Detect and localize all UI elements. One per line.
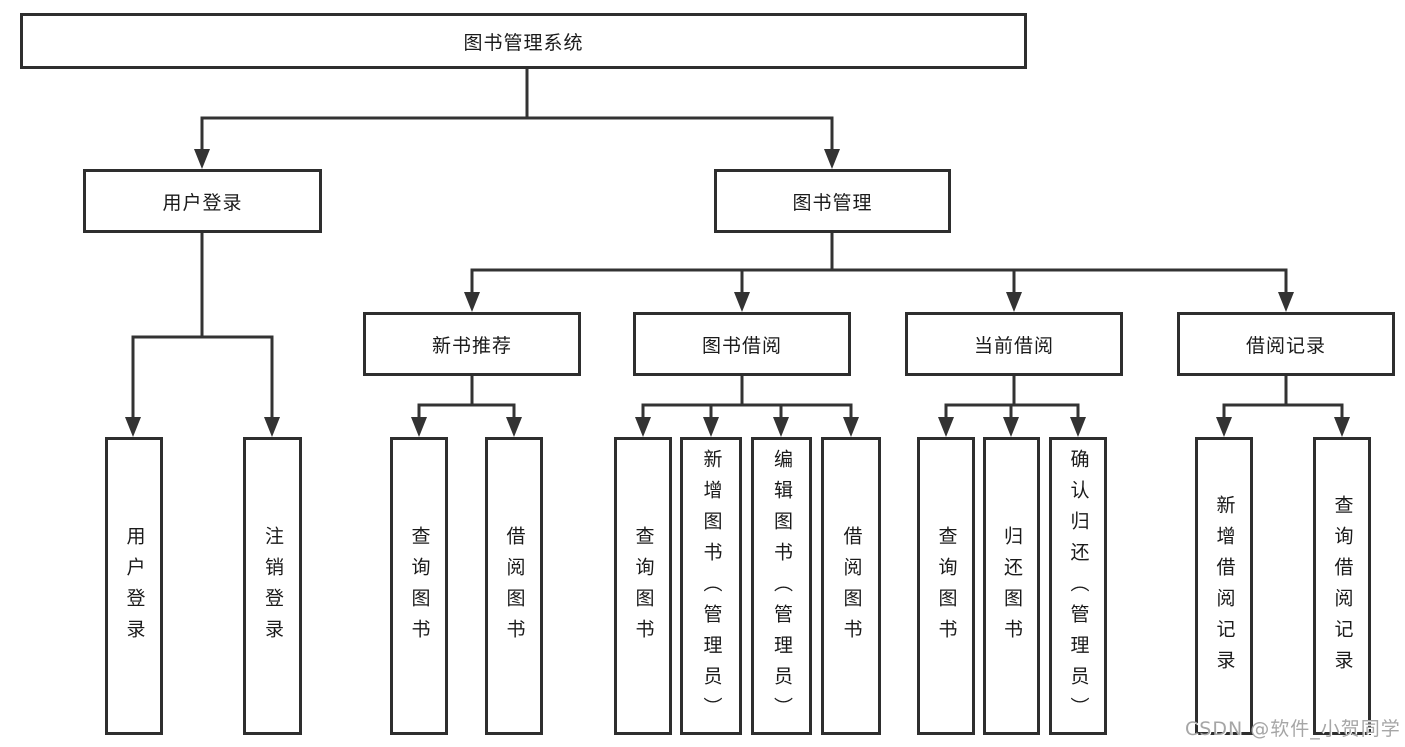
node-current-borrowing: 当前借阅 [905, 312, 1123, 376]
leaf-return-books: 归还图书 [983, 437, 1040, 735]
connector-borrowing-branch [635, 374, 859, 437]
connector-book-management-branch [464, 231, 1294, 312]
connector-root-split [194, 67, 840, 169]
node-new-book-recommendation: 新书推荐 [363, 312, 581, 376]
leaf-query-books-borrow: 查询图书 [614, 437, 672, 735]
leaf-query-books-recommend: 查询图书 [390, 437, 448, 735]
leaf-logout: 注销登录 [243, 437, 302, 735]
connector-recommendation-branch [411, 374, 522, 437]
leaf-edit-books-admin: 编辑图书（管理员） [751, 437, 812, 735]
connector-records-branch [1216, 374, 1350, 437]
node-user-login: 用户登录 [83, 169, 322, 233]
leaf-user-login: 用户登录 [105, 437, 163, 735]
leaf-borrow-books: 借阅图书 [821, 437, 881, 735]
leaf-borrow-books-recommend: 借阅图书 [485, 437, 543, 735]
leaf-add-borrow-record: 新增借阅记录 [1195, 437, 1253, 735]
node-book-borrowing: 图书借阅 [633, 312, 851, 376]
leaf-confirm-return-admin: 确认归还（管理员） [1049, 437, 1107, 735]
connector-current-branch [938, 374, 1086, 437]
leaf-query-books-current: 查询图书 [917, 437, 975, 735]
node-root-system: 图书管理系统 [20, 13, 1027, 69]
connector-user-login-branch [125, 231, 280, 437]
leaf-query-borrow-record: 查询借阅记录 [1313, 437, 1371, 735]
leaf-add-books-admin: 新增图书（管理员） [680, 437, 742, 735]
node-borrowing-records: 借阅记录 [1177, 312, 1395, 376]
csdn-watermark: CSDN @软件_小贺同学 [1185, 718, 1401, 740]
node-book-management: 图书管理 [714, 169, 951, 233]
